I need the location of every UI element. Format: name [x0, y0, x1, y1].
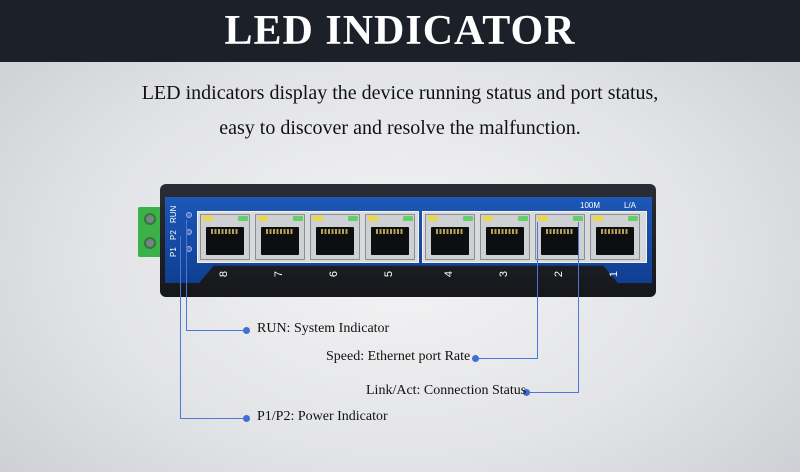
speed-led — [538, 216, 548, 221]
speed-led — [593, 216, 603, 221]
port-number-5: 5 — [383, 270, 396, 278]
run-callout-dot — [243, 327, 250, 334]
header-banner: LED INDICATOR — [0, 0, 800, 62]
speed-led — [368, 216, 378, 221]
port-number-6: 6 — [328, 270, 341, 278]
description-line-2: easy to discover and resolve the malfunc… — [219, 117, 581, 139]
power-callout-line — [180, 236, 181, 419]
ethernet-port-1 — [590, 214, 640, 260]
link-led — [293, 216, 303, 221]
port-number-1: 1 — [608, 270, 621, 278]
ethernet-port-8 — [200, 214, 250, 260]
port-number-4: 4 — [443, 270, 456, 278]
port-number-8: 8 — [218, 270, 231, 278]
power-callout-line — [180, 418, 246, 419]
link-led — [463, 216, 473, 221]
ethernet-port-6 — [310, 214, 360, 260]
link-led — [403, 216, 413, 221]
port-number-2: 2 — [553, 270, 566, 278]
p1-label: P1 — [169, 247, 178, 257]
ethernet-port-4 — [425, 214, 475, 260]
ethernet-port-5 — [365, 214, 415, 260]
speed-callout-label: Speed: Ethernet port Rate — [326, 349, 471, 364]
link-column-label: L/A — [624, 201, 637, 210]
link-callout-label: Link/Act: Connection Status — [366, 383, 527, 398]
link-callout-line — [527, 392, 579, 393]
speed-callout-line — [537, 222, 538, 359]
page-title: LED INDICATOR — [224, 8, 576, 54]
power-terminal-block — [138, 207, 162, 257]
terminal-screw — [144, 213, 156, 225]
run-callout-label: RUN: System Indicator — [257, 321, 390, 336]
ethernet-port-3 — [480, 214, 530, 260]
speed-column-label: 100M — [580, 201, 601, 210]
link-led — [628, 216, 638, 221]
speed-led — [203, 216, 213, 221]
link-led — [238, 216, 248, 221]
run-label: RUN — [169, 205, 178, 223]
run-callout-line — [186, 330, 246, 331]
port-number-7: 7 — [273, 270, 286, 278]
link-callout-line — [578, 222, 579, 393]
terminal-screw — [144, 237, 156, 249]
port-number-3: 3 — [498, 270, 511, 278]
speed-led — [483, 216, 493, 221]
p2-label: P2 — [169, 230, 178, 240]
ethernet-port-7 — [255, 214, 305, 260]
power-callout-dot — [243, 415, 250, 422]
run-callout-line — [186, 220, 187, 331]
link-led — [573, 216, 583, 221]
ethernet-port-2 — [535, 214, 585, 260]
power-callout-label: P1/P2: Power Indicator — [257, 409, 388, 424]
description-line-1: LED indicators display the device runnin… — [141, 82, 659, 104]
speed-led — [428, 216, 438, 221]
link-callout-dot — [523, 389, 530, 396]
speed-led — [258, 216, 268, 221]
run-led — [186, 212, 192, 218]
speed-callout-line — [476, 358, 538, 359]
link-led — [518, 216, 528, 221]
speed-callout-dot — [472, 355, 479, 362]
link-led — [348, 216, 358, 221]
speed-led — [313, 216, 323, 221]
